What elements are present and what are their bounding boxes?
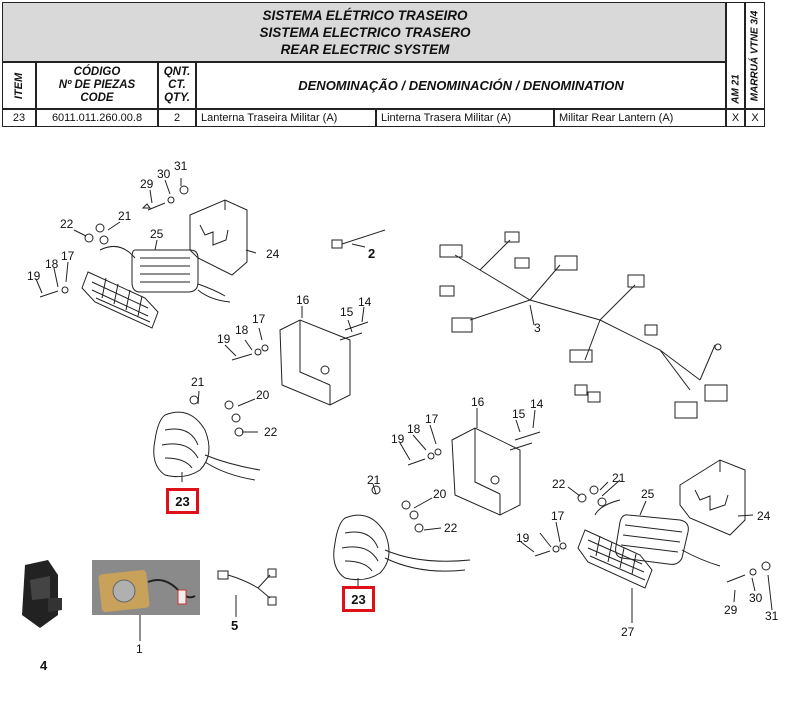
- callout-30: 30: [157, 167, 171, 181]
- callout-20b: 20: [433, 487, 447, 501]
- title-portuguese: SISTEMA ELÉTRICO TRASEIRO: [262, 8, 468, 23]
- photo-item-1: [92, 560, 200, 615]
- callout-29b: 29: [724, 603, 738, 617]
- model-column-am21: AM 21: [726, 2, 745, 109]
- screws-16-lower: [407, 448, 442, 466]
- callout-18b: 18: [235, 323, 249, 337]
- row-denomination-es: Linterna Trasera Militar (A): [376, 109, 554, 127]
- column-item: ITEM: [2, 62, 36, 109]
- callout-16: 16: [296, 293, 310, 307]
- callout-25b: 25: [641, 487, 655, 501]
- row-qty: 2: [158, 109, 196, 127]
- callout-24: 24: [266, 247, 280, 261]
- callout-30b: 30: [749, 591, 763, 605]
- callout-3: 3: [534, 321, 541, 335]
- callout-19c: 19: [391, 432, 405, 446]
- column-denomination: DENOMINAÇÃO / DENOMINACIÓN / DENOMINATIO…: [196, 62, 726, 109]
- model-column-marrua: MARRUÁ VTNE 3/4: [745, 2, 765, 109]
- round-lantern-23-left: [153, 395, 261, 481]
- callout-15b: 15: [512, 407, 526, 421]
- callout-31b: 31: [765, 609, 779, 623]
- callout-14b: 14: [530, 397, 544, 411]
- callout-2: 2: [368, 246, 375, 261]
- title-box: SISTEMA ELÉTRICO TRASEIRO SISTEMA ELECTR…: [2, 2, 726, 62]
- callout-24b: 24: [757, 509, 771, 523]
- callout-17c: 17: [425, 412, 439, 426]
- row-denomination-pt: Lanterna Traseira Militar (A): [196, 109, 376, 127]
- cable-5: [217, 568, 277, 606]
- callout-21c: 21: [367, 473, 381, 487]
- title-english: REAR ELECTRIC SYSTEM: [280, 42, 450, 57]
- bracket-16-lower: [451, 427, 541, 516]
- callout-17b: 17: [252, 312, 266, 326]
- lantern-guard-upper-left: [81, 271, 159, 329]
- callout-23-highlight-left: 23: [166, 488, 199, 514]
- callout-22d: 22: [552, 477, 566, 491]
- connector-2: [331, 229, 386, 249]
- callout-21d: 21: [612, 471, 626, 485]
- title-spanish: SISTEMA ELECTRICO TRASERO: [259, 25, 471, 40]
- lantern-housing-lower-right: [594, 499, 721, 567]
- callout-18c: 18: [407, 422, 421, 436]
- lantern-housing-upper-left: [99, 245, 231, 303]
- callout-1: 1: [136, 642, 143, 656]
- callout-16b: 16: [471, 395, 485, 409]
- row-mark-am21: X: [726, 109, 745, 127]
- wiring-harness-3: [439, 231, 728, 419]
- callout-21b: 21: [191, 375, 205, 389]
- callout-29: 29: [140, 177, 154, 191]
- callout-25: 25: [150, 227, 164, 241]
- callout-27: 27: [621, 625, 635, 639]
- callout-31: 31: [174, 159, 188, 173]
- callout-17d: 17: [551, 509, 565, 523]
- callout-labels: 31 30 29 22 21 25 24 2 3 19 18 17 16 15 …: [27, 159, 779, 673]
- bracket-24-upper-left: [189, 199, 248, 276]
- callout-19b: 19: [217, 332, 231, 346]
- callout-15: 15: [340, 305, 354, 319]
- row-denomination-en: Militar Rear Lantern (A): [554, 109, 726, 127]
- screws-lower-right: [534, 485, 771, 583]
- callout-23-highlight-right: 23: [342, 586, 375, 612]
- callout-22: 22: [60, 217, 74, 231]
- bracket-16-upper: [279, 319, 369, 406]
- bracket-24-lower-right: [679, 459, 746, 536]
- callout-21: 21: [118, 209, 132, 223]
- callout-22c: 22: [444, 521, 458, 535]
- callout-19d: 19: [516, 531, 530, 545]
- lantern-guard-lower-right: [577, 529, 653, 589]
- column-qty: QNT.CT.QTY.: [158, 62, 196, 109]
- callout-4: 4: [40, 658, 48, 673]
- screws-upper-left: [39, 185, 189, 298]
- round-lantern-23-right: [333, 485, 471, 581]
- callout-22b: 22: [264, 425, 278, 439]
- row-mark-marrua: X: [745, 109, 765, 127]
- callout-17: 17: [61, 249, 75, 263]
- row-item: 23: [2, 109, 36, 127]
- screws-16-upper: [231, 344, 269, 361]
- photo-item-4: [13, 555, 69, 650]
- parts-table-header: SISTEMA ELÉTRICO TRASEIRO SISTEMA ELECTR…: [0, 0, 803, 127]
- callout-20: 20: [256, 388, 270, 402]
- callout-18: 18: [45, 257, 59, 271]
- callout-19: 19: [27, 269, 41, 283]
- exploded-parts-diagram: 31 30 29 22 21 25 24 2 3 19 18 17 16 15 …: [13, 159, 779, 673]
- row-code: 6011.011.260.00.8: [36, 109, 158, 127]
- callout-14: 14: [358, 295, 372, 309]
- callout-5: 5: [231, 618, 238, 633]
